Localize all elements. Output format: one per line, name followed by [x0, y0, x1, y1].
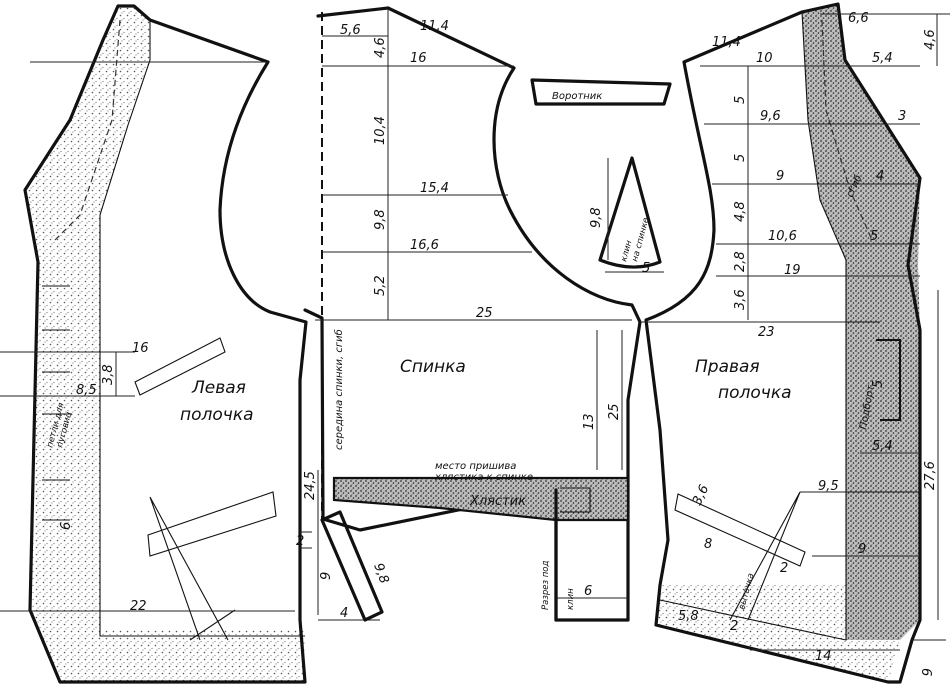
- left-front-label-1: Левая: [191, 378, 246, 398]
- dim-left-button-step: 6: [59, 522, 74, 530]
- dim-left-hem-width: 22: [130, 599, 147, 614]
- dim-wedge-height: 9,8: [589, 207, 604, 228]
- dim-right-facing-mark: 5: [871, 380, 886, 388]
- right-front-lower-pocket: [674, 493, 806, 567]
- left-front-fold-line: [54, 19, 121, 241]
- dim-back-armhole-depth: 10,4: [373, 116, 388, 145]
- right-front-outline: [644, 2, 922, 684]
- dim-back-vent-height: 9: [319, 572, 334, 580]
- dim-left-pocket-length: 16: [132, 341, 149, 356]
- dim-back-slit-width: 6: [584, 584, 592, 599]
- dim-back-width-1: 15,4: [420, 181, 449, 196]
- half-belt-label: Хлястик: [469, 494, 526, 509]
- back-slit-label-2: клин: [566, 588, 576, 610]
- dim-right-hem-step: 2: [730, 619, 738, 634]
- collar-label: Воротник: [552, 91, 602, 102]
- dim-right-width-1: 10: [756, 51, 773, 66]
- dim-right-hem-width: 14: [815, 649, 832, 664]
- dim-back-belt-height: 13: [582, 413, 597, 430]
- half-belt-place-label-2: хлястика к спинке: [434, 472, 533, 483]
- dim-right-offset-3: 4: [876, 169, 884, 184]
- dim-right-shoulder: 11,4: [712, 35, 741, 50]
- right-front-label-1: Правая: [695, 357, 760, 377]
- dim-right-chest-width: 23: [758, 325, 775, 340]
- dim-back-neck-depth: 4,6: [373, 37, 388, 58]
- dim-right-step-5: 3,6: [733, 289, 748, 310]
- dim-back-shoulder-width: 16: [410, 51, 427, 66]
- dim-right-lower-length: 27,6: [923, 461, 938, 490]
- dim-right-pocket-side: 9: [858, 542, 866, 557]
- left-front-welt-pocket: [134, 337, 226, 396]
- back-outline: [303, 6, 642, 622]
- collar-piece: Воротник: [530, 78, 672, 106]
- wedge-outline: [598, 156, 662, 269]
- dim-wedge-width: 5: [642, 261, 650, 276]
- dim-right-width-3: 9: [776, 169, 784, 184]
- dim-left-pocket-height: 3,8: [101, 364, 116, 385]
- dim-back-depth-3: 5,2: [373, 275, 388, 296]
- right-front-hem-shading: [656, 585, 900, 682]
- dim-back-vent-width: 4: [340, 606, 348, 621]
- back-slit-label-1: Разрез под: [541, 561, 551, 610]
- right-front-facing-mark: [876, 339, 901, 421]
- dim-right-offset-1: 5,4: [872, 51, 893, 66]
- dim-right-step-4: 2,8: [733, 251, 748, 272]
- dim-right-offset-4: 5: [870, 229, 878, 244]
- collar-outline: [530, 78, 672, 106]
- dim-back-lower-length: 24,5: [303, 471, 318, 500]
- right-front-fold-line: [821, 19, 873, 241]
- dim-right-width-2: 9,6: [760, 109, 781, 124]
- wedge-label-2: на спинке: [630, 217, 651, 263]
- dim-back-neck-width: 5,6: [340, 23, 361, 38]
- dim-left-pocket-offset: 8,5: [76, 383, 97, 398]
- dim-right-pocket-height: 3,6: [690, 483, 712, 508]
- dim-back-vent-length: 9,8: [370, 561, 391, 586]
- right-front-facing-line: [659, 11, 847, 641]
- left-front-piece: Левая полочка петли для пуговиц 16 3,8 8…: [0, 4, 312, 684]
- back-center-label: середина спинки, сгиб: [333, 329, 345, 450]
- dim-right-offset-2: 3: [898, 109, 906, 124]
- dim-left-side-offset: 2: [296, 534, 304, 549]
- dim-back-half-width: 25: [476, 306, 493, 321]
- half-belt-buttonhole: [560, 487, 591, 513]
- dim-right-facing-width: 5,4: [872, 439, 893, 454]
- left-front-buttonholes: [42, 285, 70, 521]
- dim-right-neck-depth: 4,6: [923, 29, 938, 50]
- dim-back-width-2: 16,6: [410, 238, 439, 253]
- dim-right-pocket-length: 8: [704, 537, 712, 552]
- left-front-facing-shading: [25, 6, 305, 682]
- back-piece: Спинка Хлястик место пришива хлястика к …: [303, 6, 642, 622]
- left-front-facing-line: [99, 20, 305, 637]
- left-front-outline: [23, 4, 308, 684]
- dim-back-depth-2: 9,8: [373, 209, 388, 230]
- half-belt-place-label-1: место пришива: [435, 461, 516, 472]
- right-front-dart: [729, 491, 801, 621]
- back-label: Спинка: [400, 357, 466, 377]
- dim-right-pocket-offset: 9,5: [818, 479, 839, 494]
- left-front-lower-pocket: [147, 491, 277, 557]
- dim-right-dart-width: 2: [780, 561, 788, 576]
- right-front-piece: Правая полочка Подборт сгиб вытачка 6,6 …: [640, 2, 950, 684]
- dim-right-hem-offset: 5,8: [678, 609, 699, 624]
- dim-right-point-height: 6: [918, 668, 933, 676]
- dim-right-step-3: 4,8: [733, 201, 748, 222]
- left-front-dart: [149, 496, 236, 641]
- back-vent-flap: [320, 510, 384, 622]
- dim-back-shoulder: 11,4: [420, 19, 449, 34]
- right-front-label-2: полочка: [718, 383, 792, 403]
- left-front-label-2: полочка: [180, 405, 254, 425]
- dim-right-width-4: 10,6: [768, 229, 797, 244]
- dim-right-step-2: 5: [733, 154, 748, 162]
- dim-right-width-5: 19: [784, 263, 801, 278]
- dim-right-step-1: 5: [733, 96, 748, 104]
- dim-right-collar-width: 6,6: [848, 11, 869, 26]
- back-wedge-piece: клин на спинке 9,8 5: [589, 156, 664, 276]
- dim-back-side-height: 25: [607, 403, 622, 420]
